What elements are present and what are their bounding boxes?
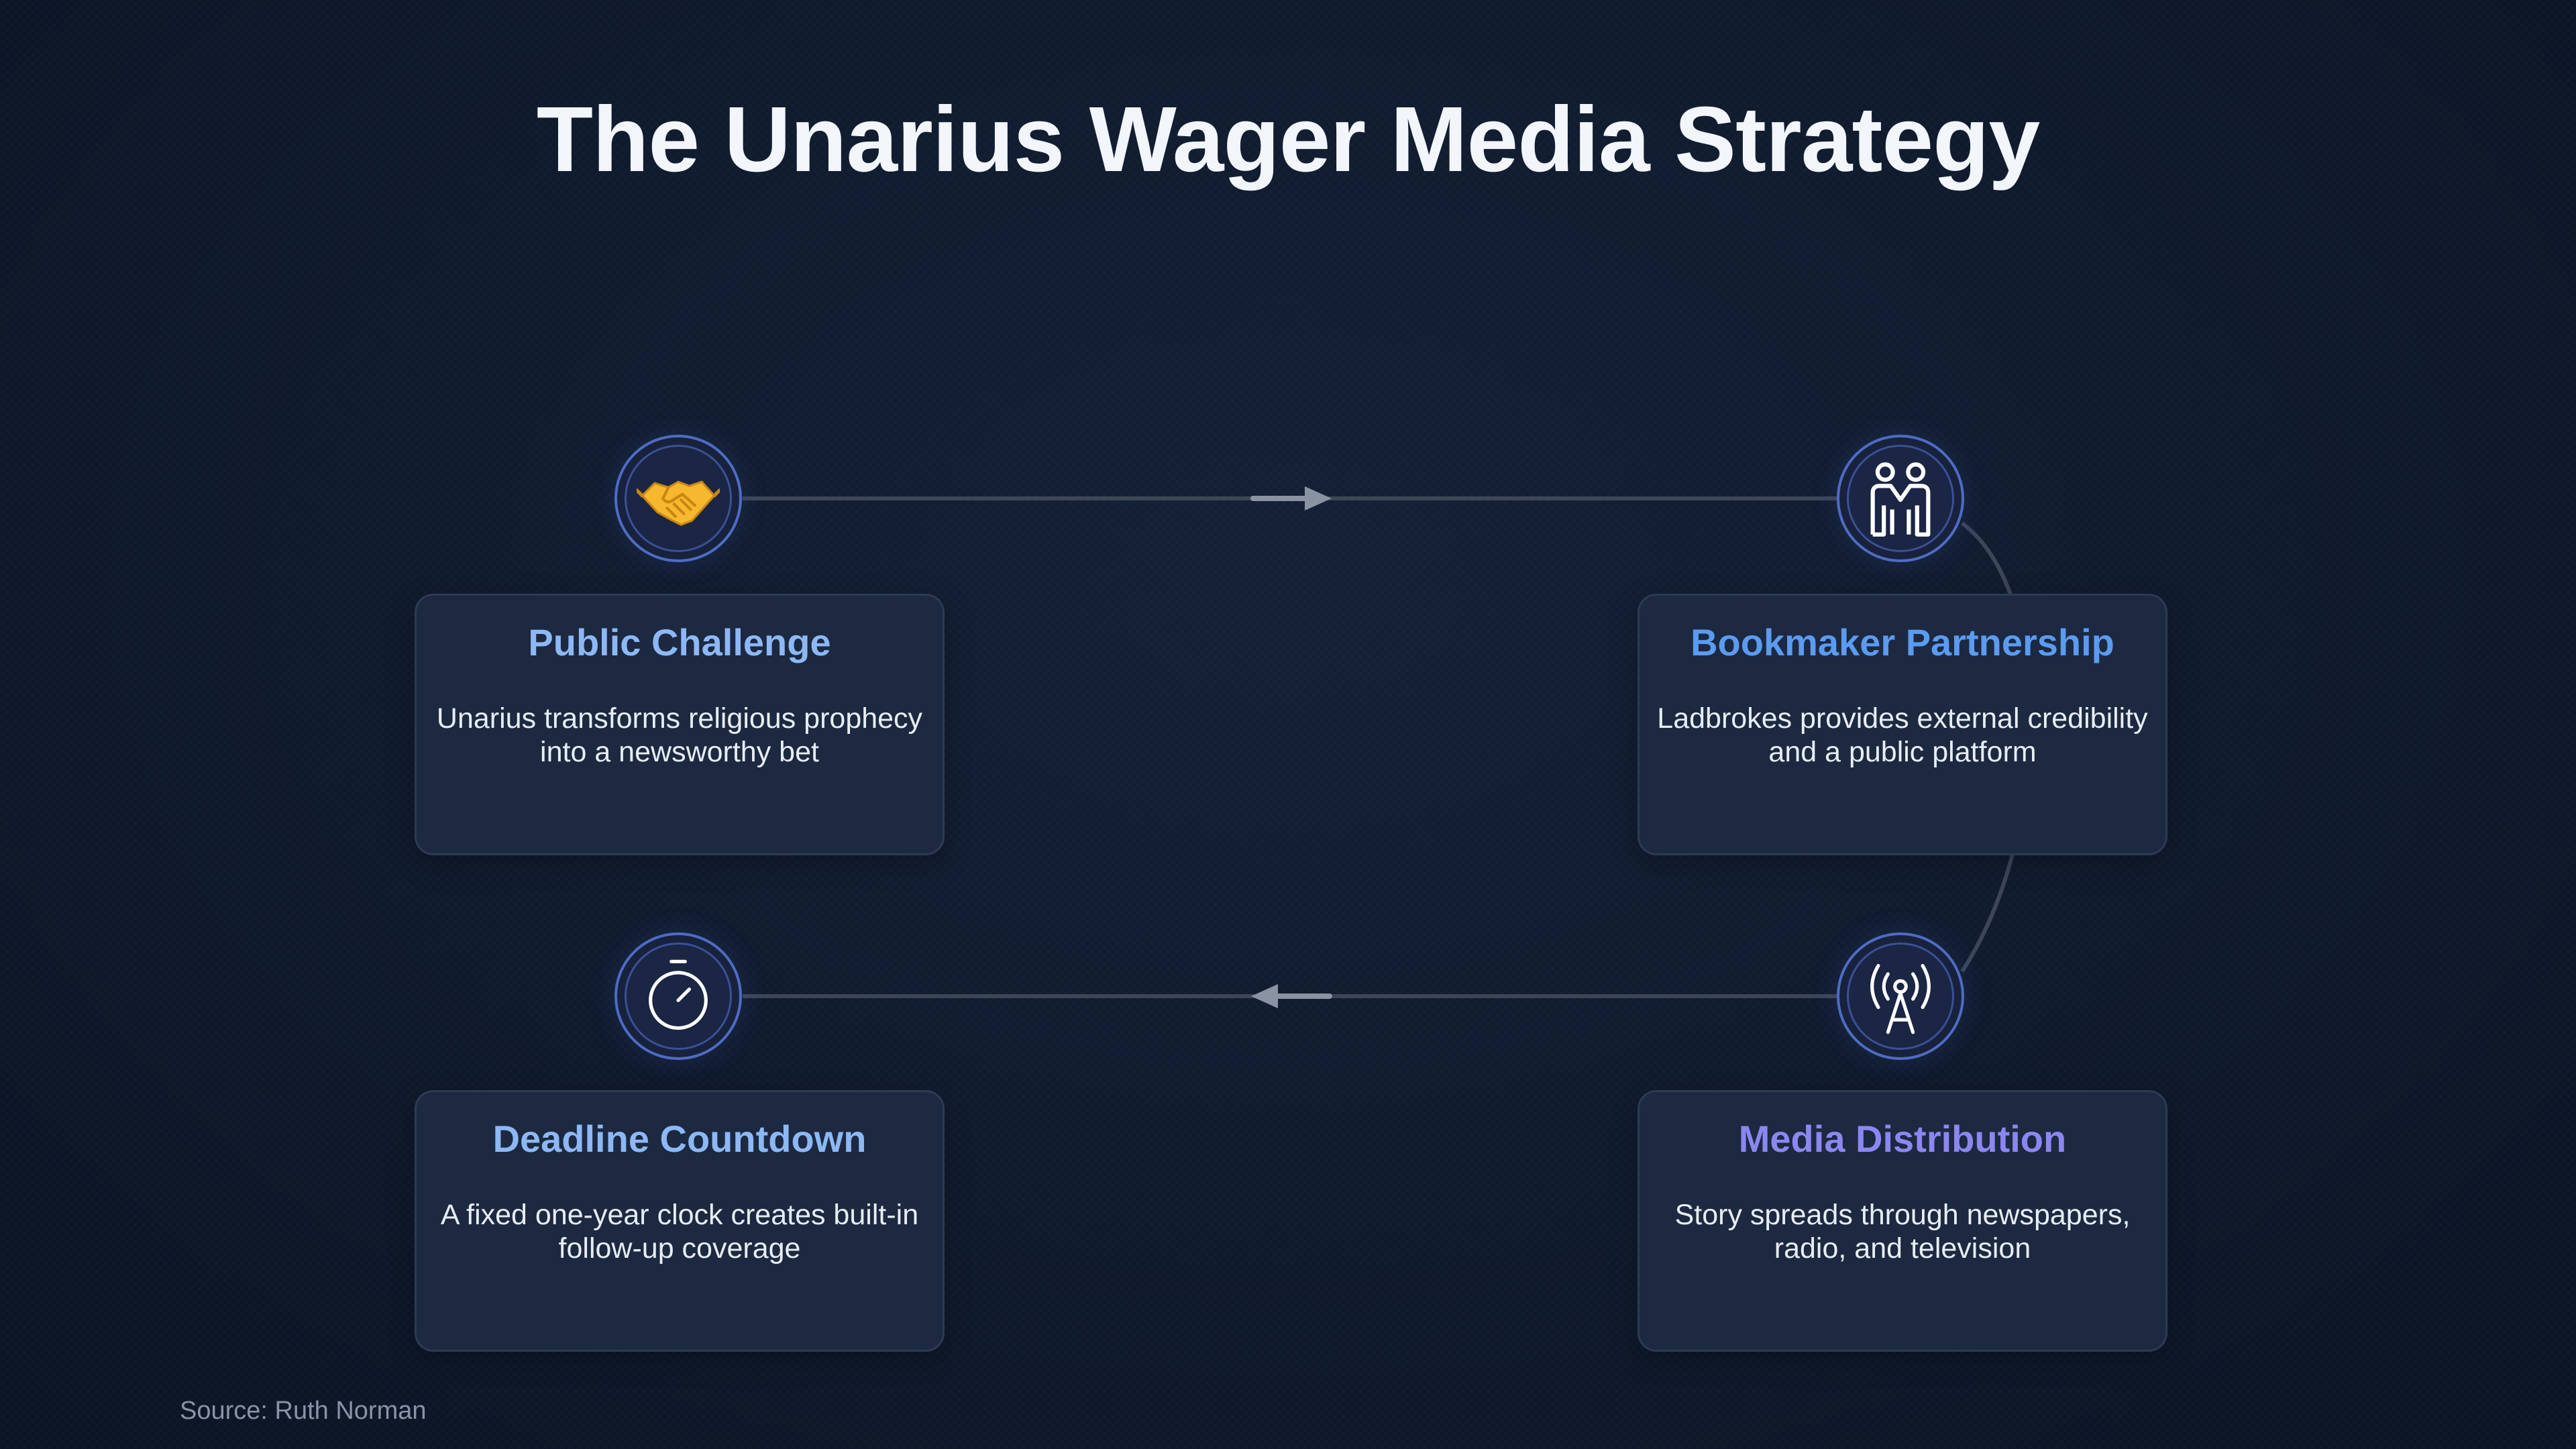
handshake-icon bbox=[637, 480, 720, 526]
step4-description: A fixed one-year clock creates built-in … bbox=[440, 1199, 919, 1265]
step4-title: Deadline Countdown bbox=[492, 1118, 867, 1160]
step3-node bbox=[1837, 932, 1964, 1060]
step3-title: Media Distribution bbox=[1738, 1118, 2067, 1160]
partnership-icon bbox=[1870, 462, 1931, 537]
step2-description: Ladbrokes provides external credibility … bbox=[1657, 702, 2148, 768]
step1-card: Public Challenge Unarius transforms reli… bbox=[415, 594, 945, 855]
stopwatch-icon bbox=[649, 959, 708, 1030]
step2-card: Bookmaker Partnership Ladbrokes provides… bbox=[1638, 594, 2167, 855]
page-title: The Unarius Wager Media Strategy bbox=[536, 88, 2040, 191]
arrow-right-icon bbox=[1250, 486, 1332, 511]
step4-node bbox=[614, 932, 742, 1060]
step2-title: Bookmaker Partnership bbox=[1690, 621, 2114, 663]
source-note: Source: Ruth Norman bbox=[180, 1397, 427, 1425]
step3-card: Media Distribution Story spreads through… bbox=[1638, 1090, 2167, 1352]
step3-description: Story spreads through newspapers, radio,… bbox=[1674, 1199, 2131, 1265]
step4-card: Deadline Countdown A fixed one-year cloc… bbox=[415, 1090, 945, 1352]
step2-node bbox=[1837, 435, 1964, 562]
broadcast-tower-icon bbox=[1870, 963, 1931, 1034]
arrow-left-icon bbox=[1251, 984, 1332, 1008]
step1-title: Public Challenge bbox=[528, 621, 831, 663]
step1-node bbox=[614, 435, 742, 562]
step1-description: Unarius transforms religious prophecy in… bbox=[436, 702, 923, 768]
